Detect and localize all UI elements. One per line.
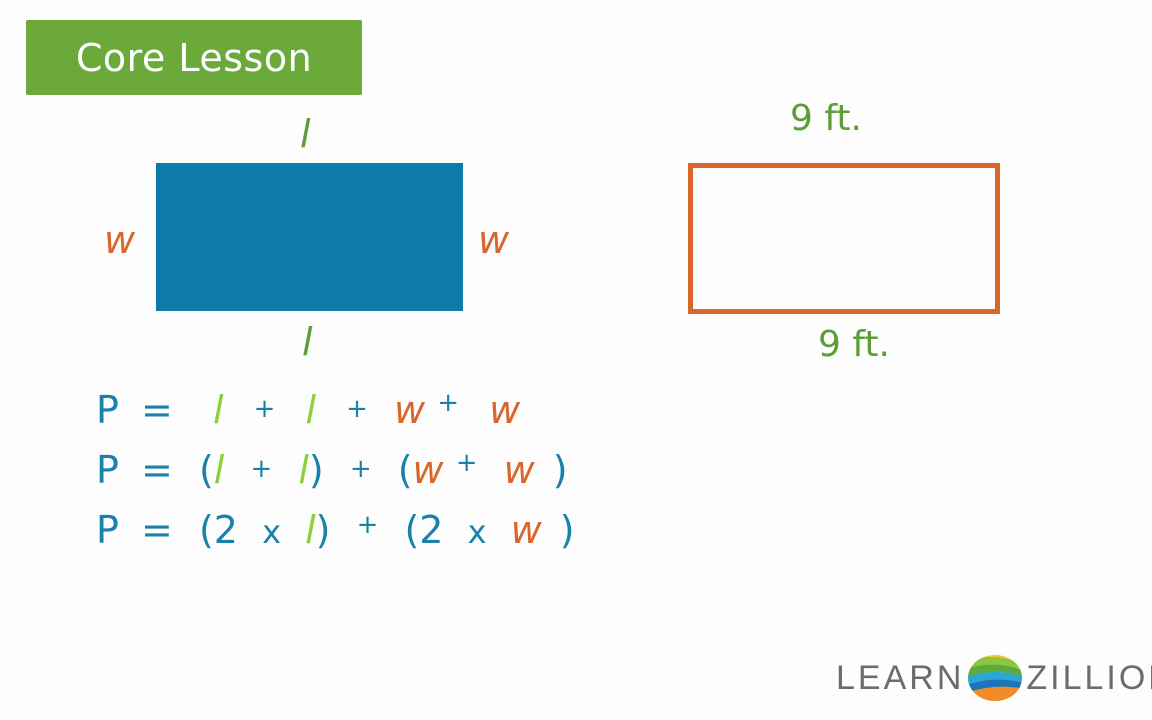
logo-text-zillion: ZILLION <box>1026 658 1152 697</box>
left-top-length-label: l <box>300 112 311 156</box>
formula-paren: ( <box>397 448 413 492</box>
outline-rectangle <box>688 163 1000 314</box>
formula-plus: + <box>346 394 368 424</box>
formula-plus: + <box>253 394 276 424</box>
formula-paren: ) <box>315 508 331 552</box>
banner-title: Core Lesson <box>75 35 313 80</box>
formula-plus: + <box>437 388 460 418</box>
formula-paren: ) <box>308 448 324 492</box>
formula-paren-two: (2 <box>198 508 238 552</box>
formula-l: l <box>298 448 309 492</box>
formula-paren: ( <box>198 448 214 492</box>
formula-l: l <box>305 388 317 432</box>
formula-plus: + <box>356 510 379 540</box>
swirl-globe-icon <box>968 655 1023 701</box>
formula-p: P <box>96 388 119 432</box>
formula-w: w <box>489 388 521 432</box>
formula-p: P <box>96 448 119 492</box>
formula-equals: = <box>141 388 173 432</box>
bottom-dimension-label: 9 ft. <box>818 324 890 365</box>
top-dimension-label: 9 ft. <box>790 98 862 139</box>
formula-equals: = <box>141 508 173 552</box>
formula-paren: ) <box>559 508 575 552</box>
formula-w: w <box>412 448 444 492</box>
formula-paren-two: (2 <box>404 508 444 552</box>
formula-plus: + <box>250 454 273 484</box>
formula-l: l <box>305 508 316 552</box>
formula-equals: = <box>141 448 173 492</box>
right-width-label: w <box>478 218 510 262</box>
formula-times: x <box>467 513 487 551</box>
formula-w: w <box>503 448 535 492</box>
left-bottom-length-label: l <box>302 320 313 364</box>
core-lesson-banner: Core Lesson <box>26 20 362 95</box>
formula-line-2: P = (l + l) + (w + w ) <box>96 448 568 492</box>
formula-l: l <box>212 388 224 432</box>
formula-line-3: P = (2 x l) + (2 x w ) <box>96 508 575 552</box>
filled-rectangle <box>156 163 463 311</box>
formula-plus: + <box>455 448 478 478</box>
formula-paren: ) <box>552 448 568 492</box>
formula-w: w <box>510 508 542 552</box>
logo-text-learn: LEARN <box>836 658 965 697</box>
formula-l: l <box>213 448 225 492</box>
formula-p: P <box>96 508 119 552</box>
formula-plus: + <box>349 454 372 484</box>
formula-w: w <box>394 388 426 432</box>
formula-times: x <box>262 513 281 551</box>
formula-line-1: P = l + l + w + w <box>96 388 520 432</box>
learnzillion-logo: LEARN ZILLION <box>836 650 1152 706</box>
left-width-label: w <box>104 218 136 262</box>
